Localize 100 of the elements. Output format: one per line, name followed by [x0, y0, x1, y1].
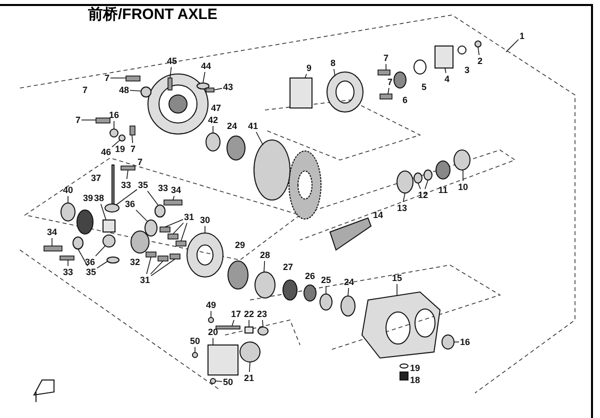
diagram-title: 前桥/FRONT AXLE [88, 5, 218, 24]
leader-line [130, 90, 142, 92]
leader-line [194, 346, 196, 352]
leader-line [172, 222, 184, 234]
callout-number: 9 [306, 63, 312, 73]
callout-number: 37 [91, 173, 101, 183]
callout-number: 39 [83, 193, 93, 203]
leader-line [388, 88, 390, 94]
callout-number: 17 [231, 309, 241, 319]
callout-number: 42 [208, 115, 218, 125]
callout-number: 33 [121, 180, 131, 190]
callout-number: 16 [109, 110, 119, 120]
leader-line [146, 256, 152, 274]
callout-number: 31 [184, 212, 194, 222]
ring-part [104, 204, 120, 212]
housing-part [362, 292, 440, 358]
ring-part [240, 342, 260, 362]
callout-number: 4 [444, 74, 450, 84]
callout-number: 2 [478, 56, 482, 66]
callout-number: 13 [397, 203, 407, 213]
leader-line [396, 284, 398, 296]
bolt-part [146, 252, 156, 258]
bolt-part [158, 256, 168, 262]
bolt-part [168, 78, 172, 90]
leader-line [210, 310, 212, 318]
ring-part [140, 86, 152, 98]
callout-number: 22 [244, 309, 254, 319]
callout-number: 34 [171, 185, 181, 195]
ring-part [196, 82, 210, 90]
callout-number: 43 [223, 82, 233, 92]
callout-number: 35 [138, 180, 148, 190]
plate-part [102, 220, 116, 232]
leader-line [180, 222, 188, 242]
bolt-part [60, 256, 74, 260]
callout-number: 23 [257, 309, 267, 319]
callout-number: 15 [392, 273, 402, 283]
leader-line [256, 132, 264, 146]
leader-line [506, 39, 519, 52]
callout-number: 20 [208, 327, 218, 337]
bolt-part [96, 118, 110, 124]
callout-number: 1 [520, 31, 524, 41]
ring-part [474, 40, 482, 48]
callout-number: 33 [158, 183, 168, 193]
callout-number: 7 [384, 53, 388, 63]
callout-number: 12 [418, 190, 428, 200]
ring-part [72, 236, 84, 250]
leader-line [232, 320, 234, 326]
callout-number: 41 [248, 121, 258, 131]
housing-part [326, 72, 364, 112]
ring-part [206, 132, 220, 152]
callout-number: 7 [104, 73, 110, 83]
leader-line [249, 362, 250, 372]
callout-number: 10 [458, 182, 468, 192]
leader-line [444, 68, 446, 74]
bolt-part [380, 94, 392, 100]
bolt-part [120, 166, 136, 170]
callout-number: 19 [115, 144, 125, 154]
leader-line [418, 182, 421, 190]
leader-line [100, 204, 106, 220]
leader-line [136, 210, 148, 222]
leader-line [264, 260, 265, 272]
ring-part [320, 294, 332, 310]
leader-line [348, 288, 349, 296]
callout-number: 26 [305, 271, 315, 281]
leader-line [78, 248, 88, 266]
callout-number: 11 [438, 185, 448, 195]
callout-number: 36 [85, 257, 95, 267]
ring-part [442, 334, 454, 350]
housing-part [186, 232, 224, 278]
callout-number: 7 [76, 115, 80, 125]
ring-part [106, 256, 120, 264]
leader-line [304, 74, 307, 78]
leader-line [170, 66, 172, 78]
plate-part [208, 344, 238, 376]
leader-line [116, 189, 138, 206]
callout-number: 47 [211, 103, 221, 113]
leader-line [248, 320, 250, 328]
leader-line [462, 170, 464, 182]
leader-line [214, 88, 222, 90]
bolt-part [176, 240, 186, 246]
leader-line [262, 320, 264, 328]
callout-number: 48 [119, 85, 129, 95]
callout-number: 6 [402, 95, 408, 105]
leader-line [150, 258, 176, 276]
bolt-part [216, 326, 240, 330]
callout-number: 30 [200, 215, 210, 225]
callout-number: 36 [125, 199, 135, 209]
ring-part [208, 317, 214, 323]
leader-line [402, 192, 406, 202]
bolt-part [164, 200, 182, 206]
callout-number: 31 [140, 275, 150, 285]
callout-number: 5 [422, 82, 426, 92]
callout-number: 49 [206, 300, 216, 310]
leader-line [147, 190, 158, 206]
leader-line [204, 226, 206, 234]
ring-part [254, 140, 290, 200]
leader-line [112, 140, 120, 148]
leader-line [202, 72, 206, 84]
leader-line [424, 180, 428, 190]
callout-number: 40 [63, 185, 73, 195]
